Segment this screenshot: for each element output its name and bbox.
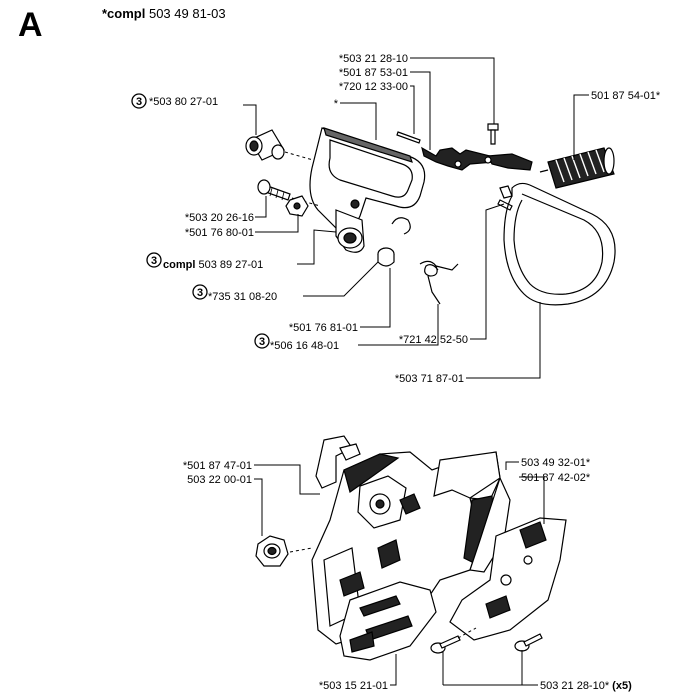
part-number-p2: *503 20 26-16 (185, 212, 254, 224)
bar-nut-part (255, 535, 289, 567)
nut-part (285, 195, 309, 217)
part-number-p3: *501 76 80-01 (185, 227, 254, 239)
part-number: compl 503 89 27-01 (163, 259, 263, 271)
number-circle (254, 333, 270, 349)
pin-part (396, 131, 421, 144)
quantity-suffix: (x5) (609, 680, 632, 692)
circlip-part (391, 217, 411, 235)
part-number-p9: *503 71 87-01 (395, 373, 464, 385)
cover-screw-part-1 (430, 635, 461, 654)
part-number-p10: *503 21 28-10 (339, 53, 408, 65)
number-circle (146, 252, 162, 268)
part-number-p15: *501 87 47-01 (183, 460, 252, 472)
compl-prefix: *compl (102, 6, 145, 21)
guide-plate-part (339, 581, 437, 661)
callout-number: 3 (197, 287, 203, 299)
part-number-p19: *503 15 21-01 (319, 680, 388, 692)
part-number-p8: *721 42 52-50 (399, 334, 468, 346)
screw-part-number: 503 21 28-10* (540, 680, 610, 692)
sleeve-part (245, 129, 285, 161)
compl-label: compl (163, 259, 195, 271)
part-number-p12: *720 12 33-00 (339, 81, 408, 93)
cover-screw-part-2 (514, 633, 543, 652)
assembly-title: *compl 503 49 81-03 (102, 6, 226, 21)
brake-band-part (503, 182, 616, 306)
compl-number: 503 49 81-03 (149, 6, 226, 21)
part-number-p11: *501 87 53-01 (339, 67, 408, 79)
bushing-part (377, 247, 395, 267)
part-number-p6: *501 76 81-01 (289, 322, 358, 334)
chain-brake-assembly-drawing (245, 123, 616, 306)
callout-number: 3 (151, 255, 157, 267)
torsion-spring-part (419, 260, 459, 305)
part-number-p17: 503 49 32-01* (521, 457, 591, 469)
callout-number: 3 (259, 336, 265, 348)
section-letter: A (18, 6, 43, 44)
part-number-p14: 501 87 54-01* (591, 90, 661, 102)
number-circle (131, 93, 147, 109)
clutch-cover-assembly-drawing (255, 435, 567, 661)
chain-catcher-part (315, 435, 361, 489)
cover-plate-part (449, 517, 567, 641)
lever-screw-part (487, 123, 499, 145)
callout-p7: 3 *506 16 48-01 (254, 333, 339, 352)
part-number-p13: * (334, 98, 339, 110)
screw-part (257, 179, 291, 201)
small-pins-part (497, 185, 513, 211)
clutch-cover-part (311, 451, 511, 645)
callout-p1: 3 *503 80 27-01 (131, 93, 218, 109)
brake-spring-part (539, 147, 615, 189)
part-number: *503 80 27-01 (149, 96, 218, 108)
callout-p4: 3 compl 503 89 27-01 (146, 252, 263, 271)
leader-lines (243, 57, 589, 686)
part-number-p20: 503 21 28-10* (x5) (540, 680, 632, 692)
part-number-p18: 501 87 42-02* (521, 472, 591, 484)
number-circle (192, 284, 208, 300)
part-number: *506 16 48-01 (270, 340, 339, 352)
part-number-p16: 503 22 00-01 (187, 474, 252, 486)
part-number: *735 31 08-20 (208, 291, 277, 303)
hand-guard-part (309, 127, 426, 253)
brake-lever-part (421, 146, 533, 171)
compl-part-number: 503 89 27-01 (195, 259, 263, 271)
callout-number: 3 (136, 96, 142, 108)
callout-p5: 3 *735 31 08-20 (192, 284, 277, 303)
